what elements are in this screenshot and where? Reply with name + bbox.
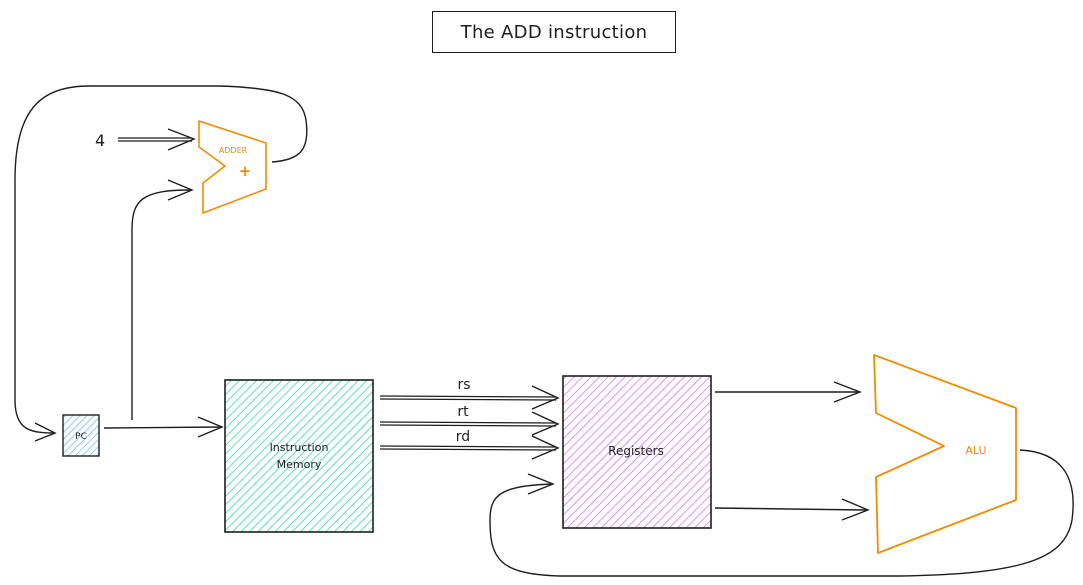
adder-input-b-arrowhead: [167, 179, 194, 201]
rs-arrowhead: [531, 385, 560, 410]
alu-input-a-arrowhead: [833, 381, 862, 403]
pc-register: [62, 414, 100, 457]
adder-input-a-arrowhead: [167, 128, 196, 151]
adder-plus-symbol: +: [239, 162, 252, 180]
pc-to-adder-wire: [131, 189, 191, 420]
rd-wire: [379, 445, 557, 451]
rd-arrowhead: [531, 435, 560, 460]
alu-label: ALU: [965, 444, 986, 457]
adder-to-pc-wire: [14, 85, 308, 434]
instruction-memory-label-line2: Memory: [277, 458, 322, 471]
constant-four-label: 4: [95, 131, 105, 150]
alu-shape: [873, 354, 1017, 554]
four-to-adder-wire: [118, 137, 192, 142]
instruction-memory-outline: [224, 379, 374, 533]
pc-input-arrowhead: [34, 422, 57, 442]
alu-input-b-arrowhead: [841, 498, 870, 521]
registers-label: Registers: [608, 444, 664, 458]
rt-wire: [379, 421, 557, 427]
instruction-memory-label-line1: Instruction: [270, 441, 329, 454]
adder-label: ADDER: [219, 146, 248, 155]
pc-label: PC: [75, 432, 87, 442]
rd-label: rd: [456, 429, 470, 445]
rs-label: rs: [457, 377, 470, 393]
rt-arrowhead: [531, 411, 560, 436]
registers-writeback-arrowhead: [527, 473, 555, 495]
rt-label: rt: [457, 404, 469, 420]
diagram-title: The ADD instruction: [432, 11, 676, 53]
registers-to-alu-wire-b: [714, 507, 867, 511]
registers-outline: [562, 375, 712, 529]
adder-shape: [198, 120, 267, 214]
rs-wire: [379, 395, 557, 401]
alu-to-registers-writeback-wire: [489, 449, 1074, 577]
instruction-memory-input-arrowhead: [197, 416, 224, 438]
pc-to-instruction-memory-wire: [103, 426, 223, 429]
